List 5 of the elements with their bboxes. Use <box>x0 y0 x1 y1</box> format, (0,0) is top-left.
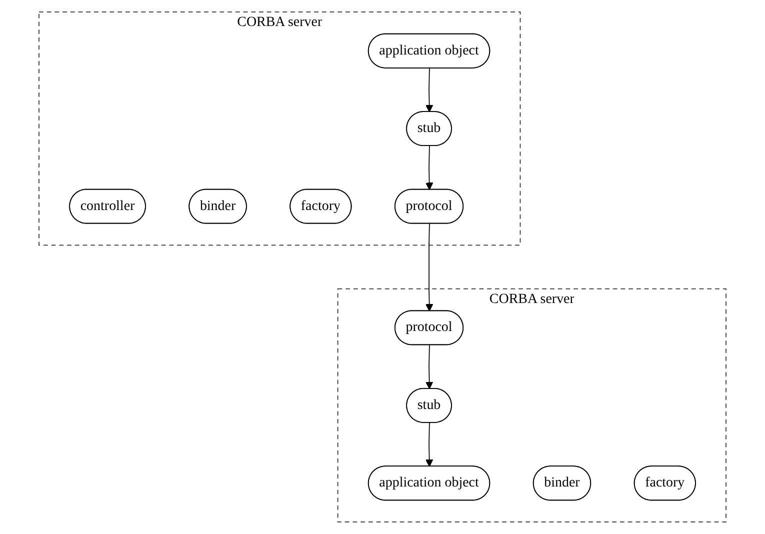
arrow <box>425 146 434 190</box>
arrow <box>425 68 434 112</box>
arrow <box>425 223 434 312</box>
arrow <box>425 422 434 467</box>
arrow <box>425 344 434 390</box>
